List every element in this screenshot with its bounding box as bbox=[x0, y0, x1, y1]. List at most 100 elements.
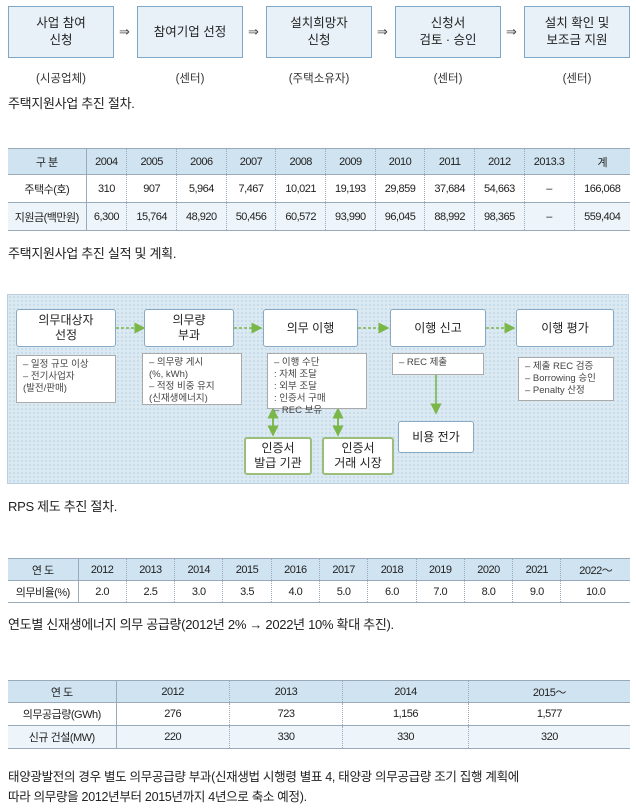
flow-step-4: 신청서 검토 · 승인 bbox=[395, 6, 501, 58]
table1-cell: 93,990 bbox=[325, 202, 376, 231]
table1-cell: 19,193 bbox=[325, 174, 376, 203]
table1-cell: 907 bbox=[126, 174, 177, 203]
table-row: 주택수(호) 310 907 5,964 7,467 10,021 19,193… bbox=[8, 174, 630, 203]
table2-header: 2020 bbox=[463, 558, 513, 581]
table1-header: 2004 bbox=[85, 148, 127, 175]
table2-header: 2019 bbox=[415, 558, 465, 581]
flow-caption: 주택지원사업 추진 절차. bbox=[8, 96, 135, 111]
table1-header: 2010 bbox=[374, 148, 425, 175]
flow-actor-2: (센터) bbox=[175, 73, 205, 85]
table-row: 의무공급량(GWh) 276 723 1,156 1,577 bbox=[8, 702, 630, 726]
table3-header: 2015～ bbox=[467, 680, 630, 703]
flow-actor-4: (센터) bbox=[433, 73, 463, 85]
table1-header: 2005 bbox=[126, 148, 177, 175]
rps-detail-target: – 일정 규모 이상 – 전기사업자 (발전/판매) bbox=[16, 355, 116, 403]
table2-header: 2012 bbox=[77, 558, 127, 581]
table2-cell: 5.0 bbox=[318, 580, 368, 603]
rps-box-certificate-issuer: 인증서 발급 기관 bbox=[244, 437, 312, 475]
rps-detail-fulfillment: – 이행 수단 : 자체 조달 : 외부 조달 : 인증서 구매 – REC 보… bbox=[267, 353, 367, 416]
support-procedure-flow: 사업 참여 신청 ⇒ 참여기업 선정 ⇒ 설치희망자 신청 ⇒ 신청서 검토 ·… bbox=[8, 6, 630, 85]
table3-cell: 220 bbox=[115, 725, 230, 749]
rps-caption: RPS 제도 추진 절차. bbox=[8, 499, 118, 514]
table1-cell: 10,021 bbox=[275, 174, 326, 203]
table3-header: 2012 bbox=[115, 680, 230, 703]
flow-step-5: 설치 확인 및 보조금 지원 bbox=[524, 6, 630, 58]
rps-box-target-selection: 의무대상자 선정 bbox=[16, 309, 116, 347]
table3-cell: 320 bbox=[467, 725, 630, 749]
table1-cell: 88,992 bbox=[424, 202, 475, 231]
table3-cell: 신규 건설(MW) bbox=[8, 725, 117, 749]
rps-detail-obligation: – 의무량 게시 (%, kWh) – 적정 비중 유지 (신재생에너지) bbox=[142, 353, 242, 405]
obligation-ratio-table: 연 도 2012 2013 2014 2015 2016 2017 2018 2… bbox=[8, 558, 630, 603]
table1-cell: 지원금(백만원) bbox=[8, 202, 87, 231]
table2-header: 2017 bbox=[318, 558, 368, 581]
table3-cell: 723 bbox=[228, 702, 343, 726]
table2-cell: 2.5 bbox=[125, 580, 175, 603]
table2-cell: 3.0 bbox=[174, 580, 223, 603]
table3-caption-line2: 따라 의무량을 2012년부터 2015년까지 4년으로 축소 예정). bbox=[8, 790, 307, 804]
table2-cell: 4.0 bbox=[270, 580, 320, 603]
table1-cell: 60,572 bbox=[275, 202, 326, 231]
flow-arrow-4: ⇒ bbox=[506, 24, 517, 39]
rps-connectors bbox=[116, 322, 516, 437]
table2-cell: 10.0 bbox=[560, 580, 630, 603]
table1-cell: 37,684 bbox=[424, 174, 475, 203]
flow-actor-3: (주택소유자) bbox=[288, 73, 350, 85]
table3-header: 2014 bbox=[342, 680, 469, 703]
table1-cell: 98,365 bbox=[474, 202, 525, 231]
table2-header: 2022～ bbox=[560, 558, 630, 581]
table1-cell: 6,300 bbox=[85, 202, 127, 231]
table2-cell: 6.0 bbox=[367, 580, 417, 603]
table3-cell: 1,156 bbox=[342, 702, 469, 726]
flow-arrow-3: ⇒ bbox=[377, 24, 388, 39]
table2-header: 2016 bbox=[270, 558, 320, 581]
table1-cell: 54,663 bbox=[474, 174, 525, 203]
table1-cell: 7,467 bbox=[225, 174, 276, 203]
table1-header: 2009 bbox=[325, 148, 376, 175]
solar-obligation-table: 연 도 2012 2013 2014 2015～ 의무공급량(GWh) 276 … bbox=[8, 680, 630, 749]
table1-header: 2012 bbox=[474, 148, 525, 175]
table1-header: 2013.3 bbox=[523, 148, 574, 175]
flow-step-2: 참여기업 선정 bbox=[137, 6, 243, 58]
table1-caption: 주택지원사업 추진 실적 및 계획. bbox=[8, 246, 177, 261]
table1-cell: 48,920 bbox=[176, 202, 227, 231]
table2-cell: 9.0 bbox=[512, 580, 561, 603]
table1-cell: 96,045 bbox=[374, 202, 425, 231]
table1-cell: 166,068 bbox=[573, 174, 630, 203]
table1-header: 계 bbox=[573, 148, 630, 175]
table2-cell: 2.0 bbox=[77, 580, 127, 603]
flow-step-3: 설치희망자 신청 bbox=[266, 6, 372, 58]
table3-cell: 1,577 bbox=[467, 702, 630, 726]
table-row: 신규 건설(MW) 220 330 330 320 bbox=[8, 725, 630, 749]
table3-cell: 276 bbox=[115, 702, 230, 726]
flow-actor-5: (센터) bbox=[562, 73, 592, 85]
flow-actor-1: (시공업체) bbox=[36, 73, 86, 85]
housing-support-table: 구 분 2004 2005 2006 2007 2008 2009 2010 2… bbox=[8, 148, 630, 231]
flow-arrow-2: ⇒ bbox=[248, 24, 259, 39]
table1-header: 2006 bbox=[176, 148, 227, 175]
table2-header: 2014 bbox=[174, 558, 223, 581]
table1-cell: 559,404 bbox=[573, 202, 630, 231]
flow-step-1: 사업 참여 신청 bbox=[8, 6, 114, 58]
rps-box-cost-transfer: 비용 전가 bbox=[398, 421, 474, 453]
rps-box-fulfillment: 의무 이행 bbox=[263, 309, 358, 347]
table2-cell: 의무비율(%) bbox=[8, 580, 79, 603]
table1-header: 구 분 bbox=[8, 148, 87, 175]
table-row: 지원금(백만원) 6,300 15,764 48,920 50,456 60,5… bbox=[8, 202, 630, 231]
table2-header: 2015 bbox=[222, 558, 272, 581]
rps-detail-report: – REC 제출 bbox=[392, 353, 484, 375]
table1-cell: 주택수(호) bbox=[8, 174, 87, 203]
table2-header: 2013 bbox=[125, 558, 175, 581]
rps-box-obligation: 의무량 부과 bbox=[144, 309, 234, 347]
table2-cell: 8.0 bbox=[463, 580, 513, 603]
table1-header: 2008 bbox=[275, 148, 326, 175]
table2-cell: 7.0 bbox=[415, 580, 465, 603]
table1-cell: 310 bbox=[85, 174, 127, 203]
table1-cell: 29,859 bbox=[374, 174, 425, 203]
table1-cell: – bbox=[523, 202, 574, 231]
table2-cell: 3.5 bbox=[222, 580, 272, 603]
table3-cell: 330 bbox=[342, 725, 469, 749]
table-row: 의무비율(%) 2.0 2.5 3.0 3.5 4.0 5.0 6.0 7.0 … bbox=[8, 580, 630, 603]
table3-cell: 330 bbox=[228, 725, 343, 749]
table2-header: 2021 bbox=[512, 558, 561, 581]
